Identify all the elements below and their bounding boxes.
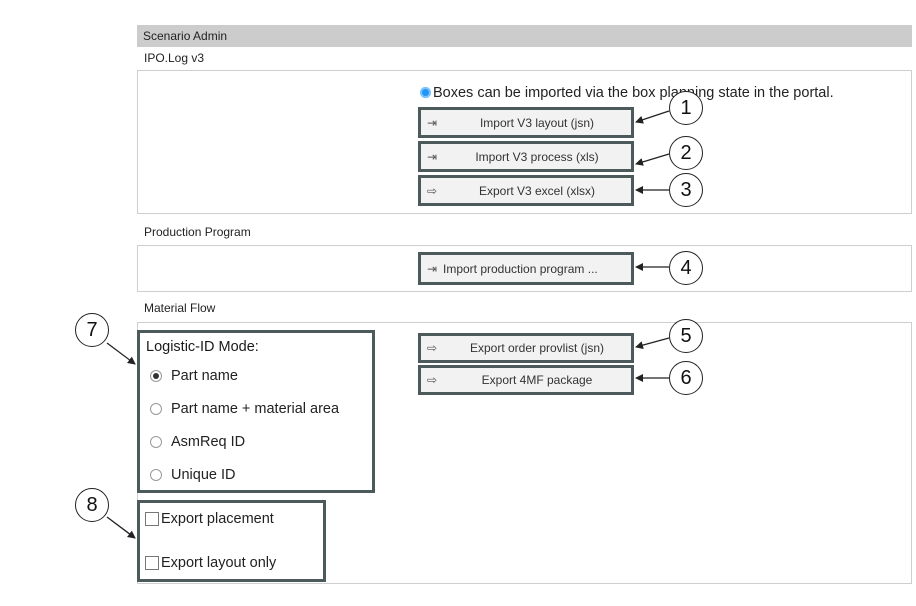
radio-selected-icon[interactable] — [150, 369, 162, 382]
export-icon: ⇨ — [426, 183, 438, 198]
export-4mf-package-button[interactable]: ⇨ Export 4MF package — [418, 365, 634, 395]
callout-3: 3 — [669, 173, 703, 207]
import-v3-layout-button[interactable]: ⇥ Import V3 layout (jsn) — [418, 107, 634, 138]
logistic-id-mode-group: Logistic-ID Mode: Part name Part name + … — [137, 330, 375, 493]
radio-unique-id[interactable]: Unique ID — [140, 458, 372, 491]
import-icon: ⇥ — [426, 149, 438, 164]
radio-unselected-icon[interactable] — [150, 402, 162, 415]
export-icon: ⇨ — [426, 341, 438, 355]
logistic-id-mode-label: Logistic-ID Mode: — [146, 339, 259, 355]
radio-label: Unique ID — [171, 466, 236, 483]
radio-part-name[interactable]: Part name — [140, 359, 372, 392]
header-title: Scenario Admin — [143, 29, 228, 43]
info-icon — [420, 86, 431, 98]
callout-5: 5 — [669, 319, 703, 353]
import-production-program-button[interactable]: ⇥ Import production program ... — [418, 252, 634, 285]
button-label: Export 4MF package — [481, 373, 593, 387]
radio-asmreq-id[interactable]: AsmReq ID — [140, 425, 372, 458]
radio-unselected-icon[interactable] — [150, 435, 162, 448]
section-title-ipolog: IPO.Log v3 — [144, 51, 205, 65]
radio-part-name-material-area[interactable]: Part name + material area — [140, 392, 372, 425]
arrow-8 — [106, 516, 136, 539]
section-title-material: Material Flow — [144, 301, 216, 315]
arrow-1 — [635, 110, 670, 124]
export-icon: ⇨ — [426, 373, 438, 387]
callout-2: 2 — [669, 136, 703, 170]
info-message: Boxes can be imported via the box planni… — [420, 85, 834, 101]
callout-7: 7 — [75, 313, 109, 347]
radio-label: AsmReq ID — [171, 433, 246, 450]
button-label: Import production program ... — [443, 261, 598, 276]
button-label: Import V3 layout (jsn) — [479, 115, 595, 130]
checkbox-export-layout-only[interactable]: Export layout only — [140, 547, 323, 579]
radio-label: Part name + material area — [171, 400, 340, 417]
checkbox-label: Export placement — [161, 511, 274, 527]
arrow-2 — [635, 153, 670, 166]
checkbox-export-placement[interactable]: Export placement — [140, 503, 323, 535]
export-v3-excel-button[interactable]: ⇨ Export V3 excel (xlsx) — [418, 175, 634, 206]
callout-1: 1 — [669, 91, 703, 125]
import-v3-process-button[interactable]: ⇥ Import V3 process (xls) — [418, 141, 634, 172]
checkbox-icon[interactable] — [145, 512, 159, 526]
checkbox-label: Export layout only — [161, 555, 277, 571]
info-text: Boxes can be imported via the box planni… — [433, 85, 834, 101]
button-label: Export order provlist (jsn) — [469, 341, 605, 355]
radio-label: Part name — [171, 367, 238, 384]
export-order-provlist-button[interactable]: ⇨ Export order provlist (jsn) — [418, 333, 634, 363]
arrow-7 — [106, 342, 136, 365]
arrow-5 — [635, 337, 670, 350]
callout-4: 4 — [669, 251, 703, 285]
callout-8: 8 — [75, 488, 109, 522]
export-options-group: Export placement Export layout only — [137, 500, 326, 582]
button-label: Import V3 process (xls) — [475, 149, 599, 164]
radio-unselected-icon[interactable] — [150, 468, 162, 481]
callout-6: 6 — [669, 361, 703, 395]
button-label: Export V3 excel (xlsx) — [478, 183, 596, 198]
import-icon: ⇥ — [426, 261, 438, 276]
section-title-production: Production Program — [144, 225, 251, 239]
import-icon: ⇥ — [426, 115, 438, 130]
checkbox-icon[interactable] — [145, 556, 159, 570]
header-bar: Scenario Admin — [137, 25, 912, 47]
